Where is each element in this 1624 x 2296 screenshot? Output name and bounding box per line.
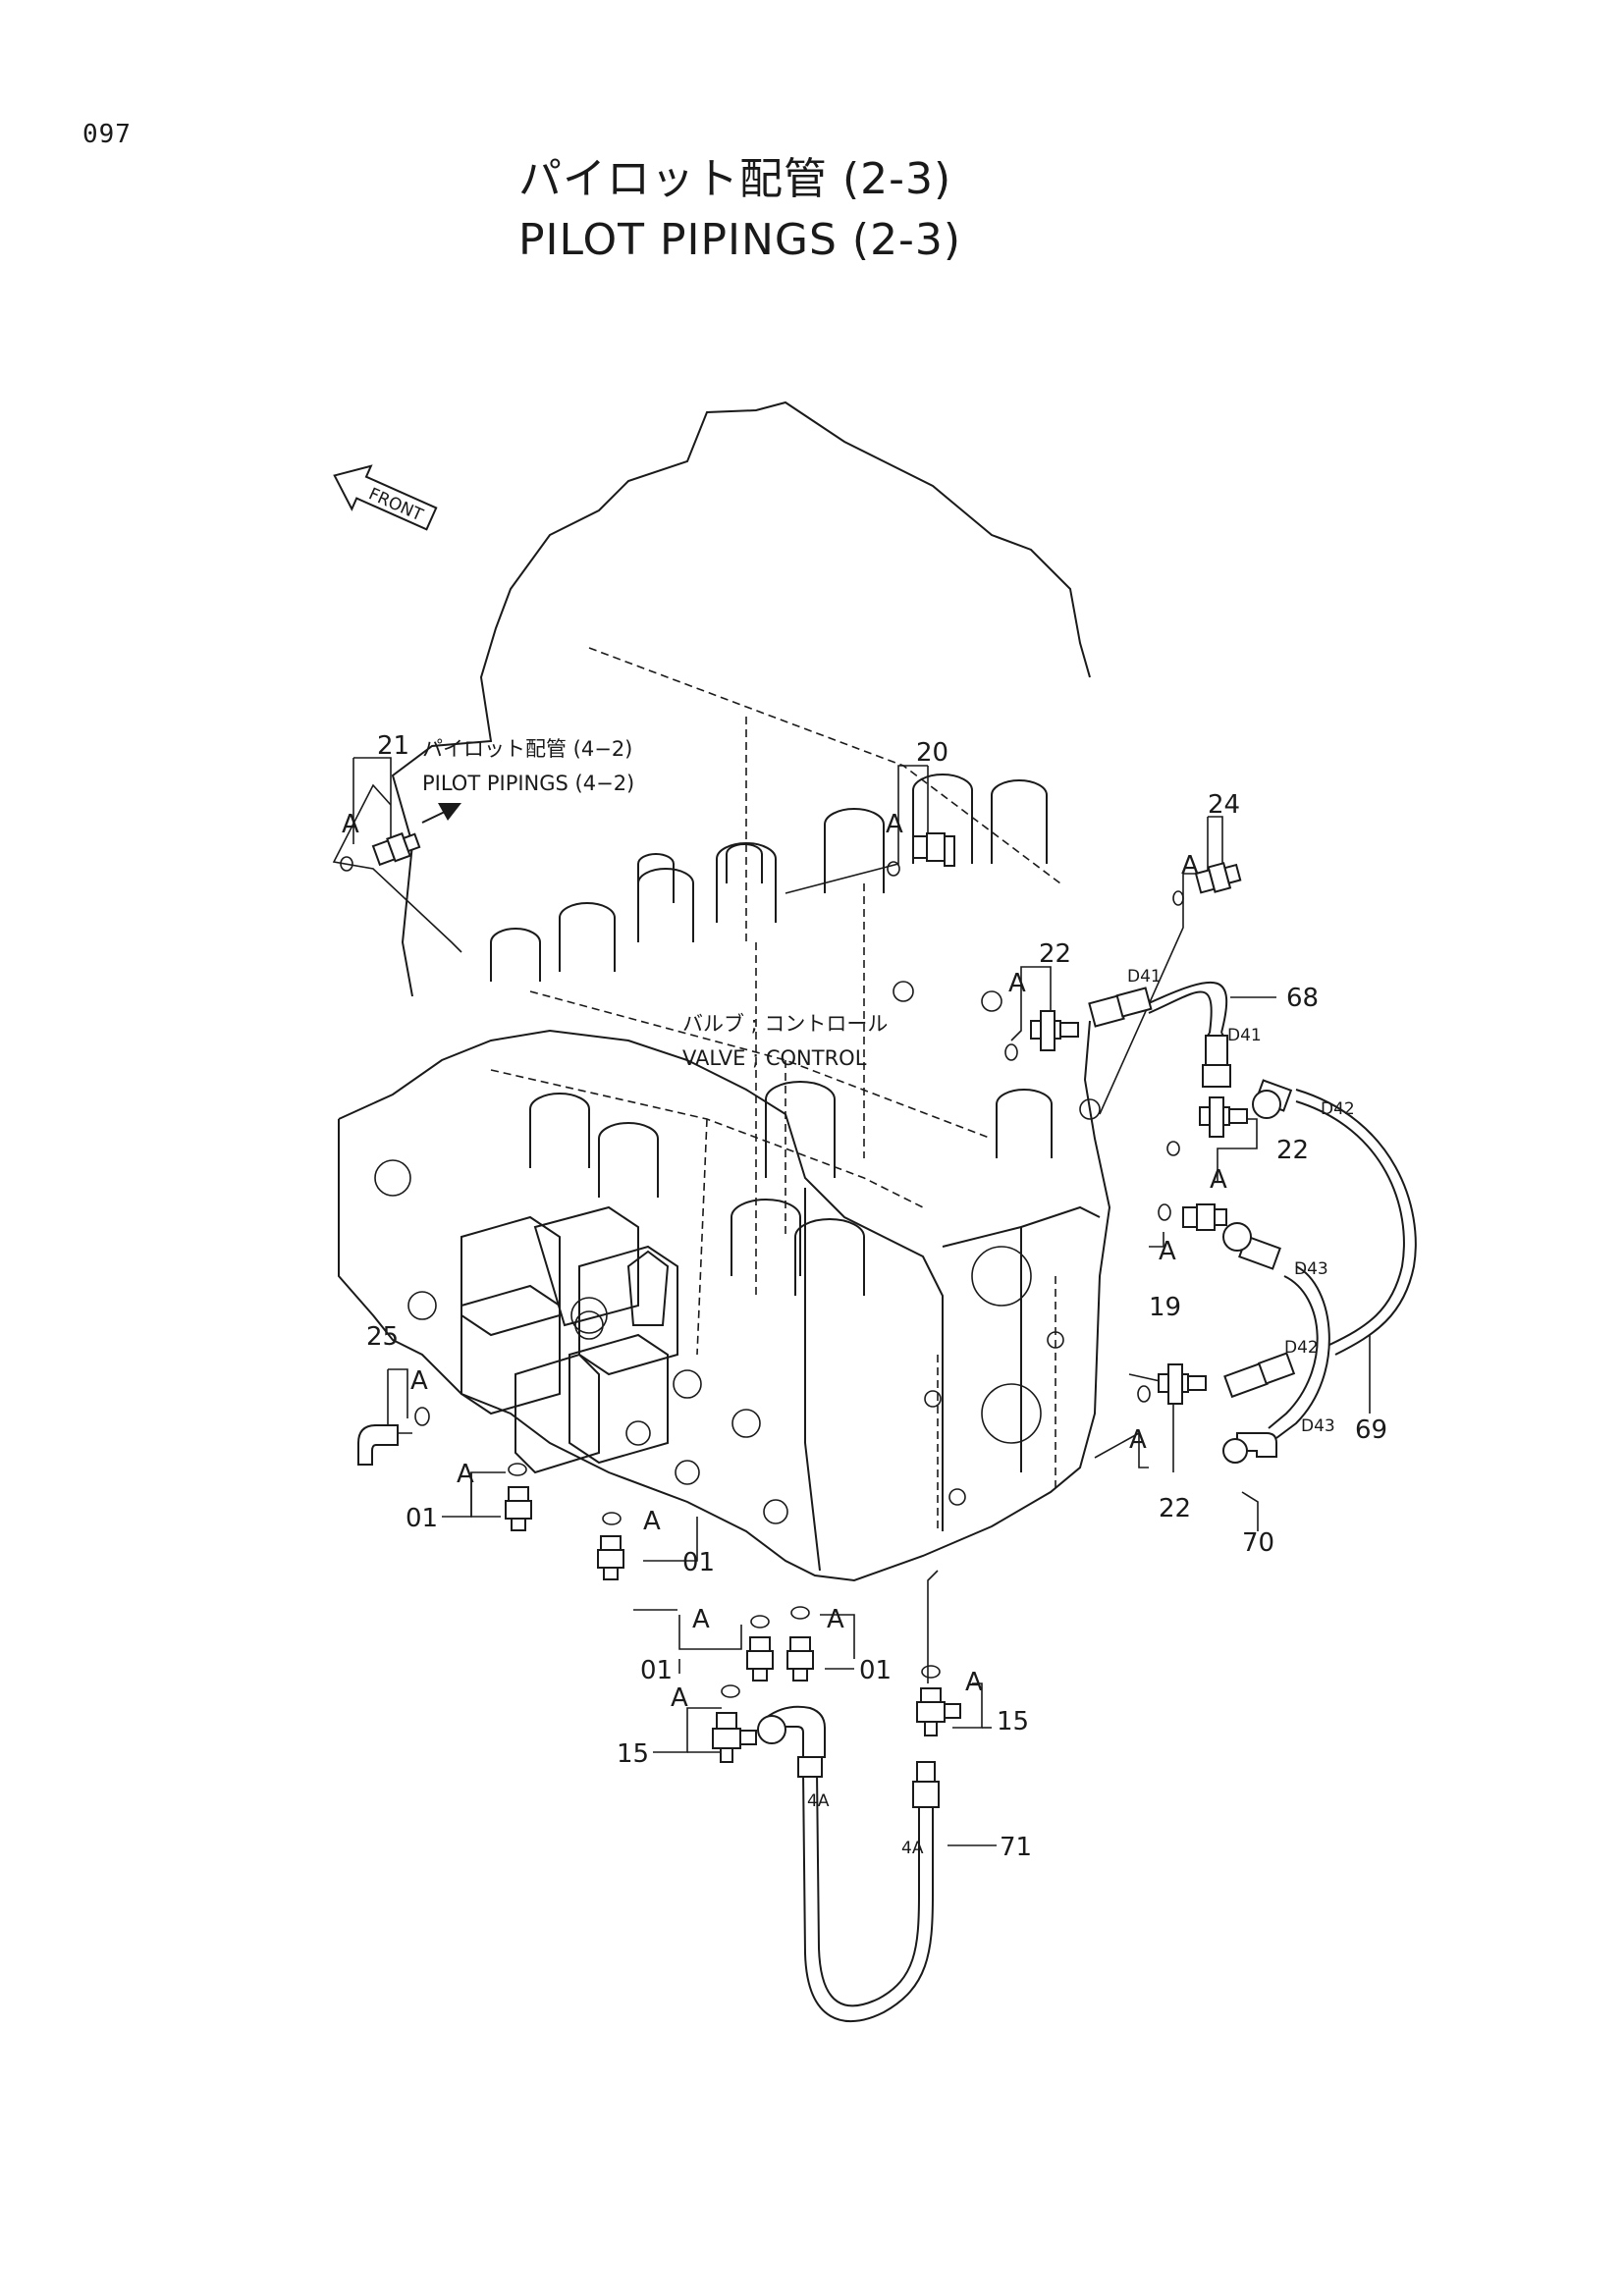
hose-71 (757, 1705, 940, 2023)
tag-d43a: D43 (1294, 1259, 1328, 1279)
fitting-20 (912, 832, 955, 867)
callout-22a: 22 (1039, 939, 1071, 969)
callout-19: 19 (1149, 1293, 1181, 1322)
hose-69 (1223, 1079, 1417, 1399)
title-english: PILOT PIPINGS (2-3) (518, 215, 962, 265)
title-japanese: パイロット配管 (2-3) (518, 154, 952, 204)
fitting-21 (371, 831, 421, 867)
callout-22b: 22 (1276, 1136, 1309, 1165)
hose-tags: D41 D41 D42 D43 D42 D43 4A 4A (807, 967, 1355, 1858)
ref-a-7: A (1129, 1425, 1147, 1455)
ref-arrow (421, 803, 461, 824)
page-title: パイロット配管 (2-3) PILOT PIPINGS (2-3) (518, 149, 961, 271)
control-valve-body (338, 400, 1111, 1582)
leader-lines (332, 757, 1371, 1846)
ref-a-10: A (643, 1507, 661, 1536)
ref-note-en: PILOT PIPINGS (4−2) (422, 772, 634, 795)
tag-4a-1: 4A (807, 1791, 830, 1811)
callout-15b: 15 (997, 1707, 1029, 1736)
callout-71: 71 (1000, 1833, 1032, 1862)
fitting-15a (712, 1712, 757, 1763)
fitting-22b (1199, 1096, 1248, 1138)
fitting-22c (1158, 1363, 1207, 1405)
callout-01d: 01 (859, 1656, 892, 1685)
callout-25: 25 (366, 1322, 399, 1352)
ref-a-11: A (692, 1605, 710, 1634)
fitting-01d (786, 1636, 814, 1682)
valve-note-en: VALVE ; CONTROL (682, 1046, 867, 1070)
callout-01a: 01 (406, 1504, 438, 1533)
fitting-01a (505, 1486, 532, 1531)
ref-a-14: A (965, 1668, 983, 1697)
fitting-15b (916, 1687, 961, 1736)
fitting-22a (1030, 1010, 1079, 1051)
ref-a-6: A (1159, 1237, 1176, 1266)
hose-68 (1088, 981, 1231, 1088)
callout-01c: 01 (640, 1656, 673, 1685)
tag-d41b: D41 (1227, 1026, 1262, 1045)
fitting-19 (1182, 1203, 1227, 1231)
callout-24: 24 (1208, 790, 1240, 820)
fitting-01c (746, 1636, 774, 1682)
page-number: 097 (82, 120, 132, 149)
tag-4a-2: 4A (901, 1839, 924, 1858)
notes: パイロット配管 (4−2) PILOT PIPINGS (4−2) バルブ ; … (421, 737, 888, 1070)
callout-68: 68 (1286, 984, 1319, 1013)
front-arrow: FRONT (333, 464, 438, 531)
callout-21: 21 (377, 731, 409, 761)
ref-a-3: A (1181, 851, 1199, 881)
fitting-25 (357, 1424, 399, 1466)
hoses (757, 981, 1417, 2023)
ref-a-2: A (886, 810, 903, 839)
fittings (357, 831, 1248, 1763)
tag-d42b: D42 (1284, 1338, 1319, 1358)
callout-22c: 22 (1159, 1494, 1191, 1523)
fitting-24 (1194, 862, 1242, 894)
o-rings (340, 856, 1184, 1698)
ref-a-8: A (410, 1366, 428, 1396)
ref-note-jp: パイロット配管 (4−2) (422, 737, 632, 761)
callout-15a: 15 (617, 1739, 649, 1769)
ref-a-4: A (1008, 969, 1026, 998)
reference-letters: A A A A A A A A A A A A A A (342, 810, 1227, 1713)
ref-a-13: A (671, 1683, 688, 1713)
ref-a-12: A (827, 1605, 844, 1634)
ref-a-5: A (1210, 1165, 1227, 1195)
callout-01b: 01 (682, 1548, 715, 1577)
valve-note-jp: バルブ ; コントロール (682, 1012, 888, 1036)
ref-a-1: A (342, 810, 359, 839)
fitting-01b (597, 1535, 624, 1580)
callout-20: 20 (916, 738, 948, 768)
callout-69: 69 (1355, 1415, 1387, 1445)
tag-d41a: D41 (1127, 967, 1162, 987)
tag-d42a: D42 (1321, 1099, 1355, 1119)
hose-70 (1222, 1222, 1330, 1464)
tag-d43b: D43 (1301, 1416, 1335, 1436)
callout-70: 70 (1242, 1528, 1274, 1558)
callout-numbers: 21 20 24 22 68 22 19 69 22 70 25 01 01 0… (366, 731, 1387, 1862)
ref-a-9: A (457, 1460, 474, 1489)
